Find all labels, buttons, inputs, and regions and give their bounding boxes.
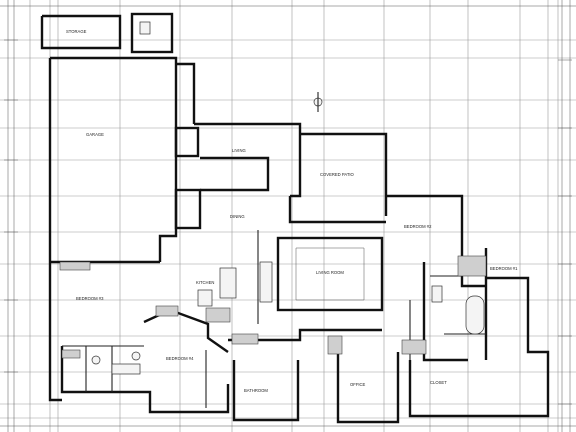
- room-label-garage: GARAGE: [86, 132, 104, 137]
- walls: [40, 12, 550, 424]
- room-label-bedroom-3: BEDROOM #3: [76, 296, 104, 301]
- room-labels: STORAGE GARAGE LIVING COVERED PATIO BEDR…: [66, 29, 518, 393]
- room-label-closet: CLOSET: [430, 380, 447, 385]
- room-label-storage: STORAGE: [66, 29, 87, 34]
- room-label-master-bedroom: BEDROOM #1: [490, 266, 518, 271]
- room-label-bathroom: BATHROOM: [244, 388, 268, 393]
- hatched-areas: [59, 255, 487, 359]
- room-label-covered-patio: COVERED PATIO: [320, 172, 355, 177]
- room-label-dining: DINING: [230, 214, 245, 219]
- room-label-kitchen: KITCHEN: [196, 280, 214, 285]
- room-label-bedroom-4: BEDROOM #4: [166, 356, 194, 361]
- room-label-bedroom-2: BEDROOM #2: [404, 224, 432, 229]
- room-label-living-room: LIVING ROOM: [316, 270, 344, 275]
- fixtures: [91, 21, 485, 375]
- dimension-ticks: [4, 39, 572, 405]
- room-label-lower-living: LIVING: [232, 148, 246, 153]
- room-label-office: OFFICE: [350, 382, 366, 387]
